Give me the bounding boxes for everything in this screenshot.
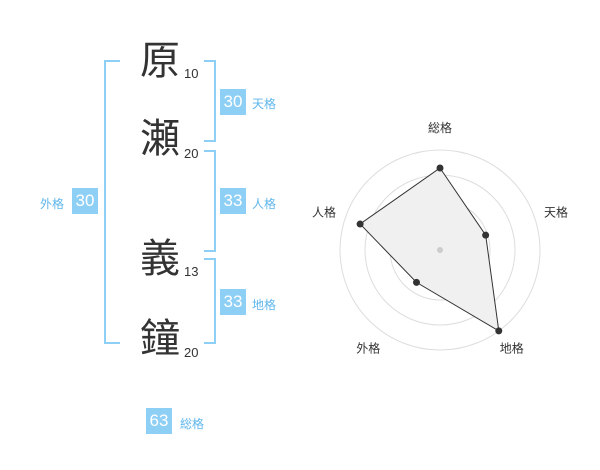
tenkaku-label: 天格 — [252, 97, 277, 111]
radar-axis-label: 地格 — [500, 341, 524, 356]
radar-axis-label: 総格 — [428, 120, 452, 135]
stroke-count-3: 13 — [184, 264, 199, 279]
gaikaku-value: 30 — [72, 188, 98, 214]
chikaku-value: 33 — [220, 289, 246, 315]
radar-area — [359, 167, 500, 332]
sokaku-label: 総格 — [180, 417, 205, 431]
stroke-count-4: 20 — [184, 345, 199, 360]
radar-ring — [339, 149, 541, 351]
chikaku-bracket — [204, 258, 216, 344]
radar-axis-label: 天格 — [544, 204, 568, 219]
jinkaku-bracket — [204, 150, 216, 252]
radar-axis-label: 人格 — [312, 204, 336, 219]
gaikaku-label: 外格 — [40, 197, 65, 211]
sokaku-value: 63 — [146, 408, 172, 434]
stroke-count-1: 10 — [184, 66, 199, 81]
name-char-4: 鐘 — [140, 316, 180, 362]
jinkaku-label: 人格 — [252, 197, 277, 211]
name-char-1: 原 — [140, 38, 180, 84]
radar-point — [495, 327, 503, 335]
name-char-3: 義 — [140, 236, 180, 282]
name-char-2: 瀬 — [140, 116, 180, 162]
gaikaku-bracket — [104, 60, 120, 344]
radar-point — [356, 220, 364, 228]
tenkaku-bracket — [204, 60, 216, 142]
jinkaku-value: 33 — [220, 188, 246, 214]
stroke-count-2: 20 — [184, 146, 199, 161]
radar-point — [436, 164, 444, 172]
tenkaku-value: 30 — [220, 89, 246, 115]
chikaku-label: 地格 — [252, 298, 277, 312]
radar-point — [412, 278, 420, 286]
radar-point — [482, 231, 490, 239]
radar-axis-label: 外格 — [356, 341, 380, 356]
radar-center-dot — [437, 247, 443, 253]
